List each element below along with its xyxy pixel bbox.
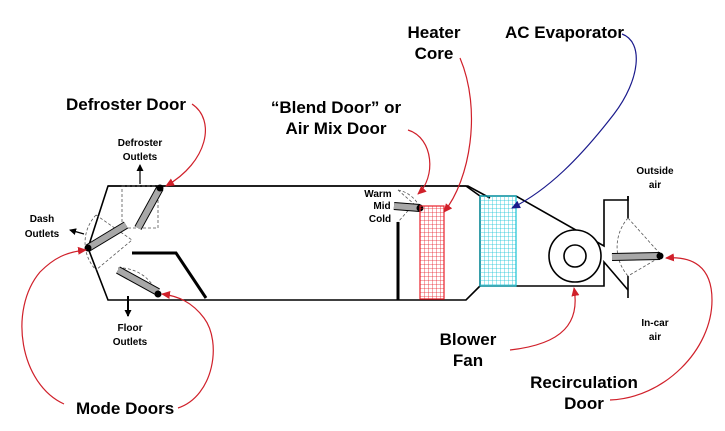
- floor-door: [116, 266, 162, 298]
- ac-evaporator-label: AC Evaporator: [505, 23, 624, 42]
- floor-outlets-label-line2: Outlets: [113, 337, 148, 348]
- heater-core-label-line1: Heater: [408, 23, 461, 42]
- outside-air-label-line1: Outside: [636, 166, 674, 177]
- ac-evaporator: [479, 195, 517, 287]
- incar-air-label-line2: air: [649, 332, 661, 343]
- heater-core-leader: [443, 57, 473, 213]
- recirculation-door-label-line2: Door: [564, 394, 604, 413]
- mode-doors-leader-left: [21, 246, 87, 405]
- outside-air-label-line2: air: [649, 180, 661, 191]
- floor-divider-wall: [132, 251, 208, 299]
- housing-right-bottom: [480, 259, 629, 291]
- blend-door: [393, 189, 424, 223]
- blower-fan-label-line1: Blower: [440, 330, 497, 349]
- housing-body: [87, 185, 481, 301]
- defroster-outlets-label-line1: Defroster: [118, 138, 163, 149]
- blend-door-leader: [407, 129, 431, 195]
- blend-cold-label: Cold: [369, 214, 391, 225]
- mode-doors-label: Mode Doors: [76, 399, 174, 418]
- incar-air-label-line1: In-car: [641, 318, 668, 329]
- recirculation-door-leader: [609, 253, 713, 401]
- dash-outlets-label-line1: Dash: [30, 214, 54, 225]
- heater-core: [419, 205, 445, 300]
- recirculation-door-label-line1: Recirculation: [530, 373, 638, 392]
- hvac-housing: [108, 185, 491, 199]
- dash-airflow-arrow: [69, 228, 85, 236]
- defroster-door-leader: [165, 103, 206, 187]
- blower-fan-leader: [509, 287, 580, 351]
- dash-door: [84, 214, 133, 271]
- blower-fan: [548, 229, 602, 283]
- dash-outlets-label-line2: Outlets: [25, 229, 60, 240]
- blend-door-label-line1: “Blend Door” or: [271, 98, 402, 117]
- floor-outlets-label-line1: Floor: [118, 323, 143, 334]
- defroster-door: [121, 184, 164, 230]
- blend-warm-label: Warm: [364, 189, 392, 200]
- defroster-door-label: Defroster Door: [66, 95, 186, 114]
- blend-mid-label: Mid: [373, 201, 390, 212]
- ac-evaporator-leader: [511, 33, 637, 209]
- blend-door-label-line2: Air Mix Door: [285, 119, 386, 138]
- heater-core-label-line2: Core: [415, 44, 454, 63]
- recirculation-door: [611, 217, 664, 277]
- blower-fan-label-line2: Fan: [453, 351, 483, 370]
- mode-doors-leader-right: [161, 291, 214, 409]
- defroster-outlets-label-line2: Outlets: [123, 152, 158, 163]
